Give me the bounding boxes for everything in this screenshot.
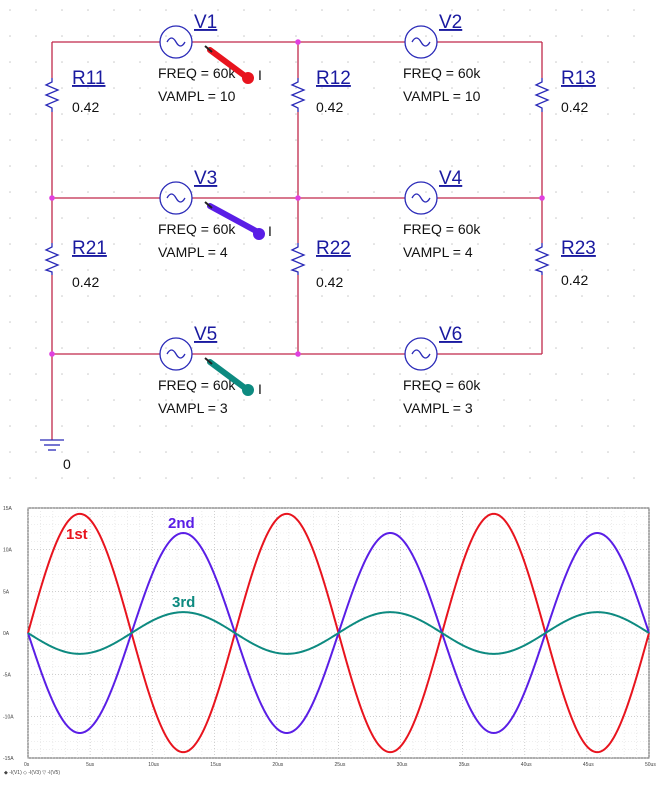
x-tick-label: 10us — [148, 762, 159, 768]
x-tick-label: 45us — [583, 762, 594, 768]
y-tick-label: 5A — [3, 589, 10, 595]
r21-value: 0.42 — [72, 274, 99, 290]
v5-freq: FREQ = 60k — [158, 377, 236, 393]
v5-vampl: VAMPL = 3 — [158, 400, 228, 416]
v4-ref: V4 — [439, 168, 463, 189]
v3-vampl: VAMPL = 4 — [158, 244, 228, 260]
v1-ref: V1 — [194, 12, 217, 33]
v3-ref: V3 — [194, 168, 217, 189]
y-tick-label: 0A — [3, 631, 10, 637]
r23-ref: R23 — [561, 238, 596, 259]
resistor-r13[interactable] — [534, 78, 550, 112]
junction-nodes — [49, 39, 545, 357]
probe-marker: I — [258, 67, 262, 83]
v2-vampl: VAMPL = 10 — [403, 88, 481, 104]
ground-symbol — [40, 439, 64, 451]
series-label-3rd: 3rd — [172, 594, 195, 611]
current-probe-v1[interactable]: I — [204, 45, 262, 84]
probe-marker: I — [268, 223, 272, 239]
x-tick-label: 15us — [210, 762, 221, 768]
r12-value: 0.42 — [316, 99, 343, 115]
r13-value: 0.42 — [561, 99, 588, 115]
circuit-schematic: 0 R11 0.42 R12 0.42 R13 0.42 R21 0.42 R2… — [9, 9, 635, 479]
y-tick-label: -15A — [3, 756, 14, 762]
series-label-1st: 1st — [66, 526, 88, 543]
y-tick-label: 15A — [3, 506, 13, 512]
plot-legend: ◆ -I(V1) ◇ -I(V3) ▽ -I(V5) — [4, 770, 60, 776]
resistor-r23[interactable] — [534, 243, 550, 275]
x-tick-label: 5us — [86, 762, 95, 768]
y-tick-labels: 15A 10A 5A 0A -5A -10A -15A — [3, 506, 14, 762]
r22-value: 0.42 — [316, 274, 343, 290]
r21-ref: R21 — [72, 238, 107, 259]
wires — [51, 41, 543, 440]
current-probe-v3[interactable]: I — [204, 201, 272, 240]
v6-vampl: VAMPL = 3 — [403, 400, 473, 416]
series-curves — [27, 512, 650, 754]
x-tick-labels: 0s 5us 10us 15us 20us 25us 30us 35us 40us 45us 50u… — [24, 762, 656, 768]
source-v1[interactable] — [159, 25, 193, 59]
ground-label: 0 — [63, 456, 71, 472]
v6-freq: FREQ = 60k — [403, 377, 481, 393]
resistor-r21[interactable] — [44, 243, 60, 275]
r22-ref: R22 — [316, 238, 351, 259]
probe-marker: I — [258, 381, 262, 397]
v3-freq: FREQ = 60k — [158, 221, 236, 237]
x-tick-label: 50us — [645, 762, 656, 768]
r23-value: 0.42 — [561, 272, 588, 288]
v5-ref: V5 — [194, 324, 217, 345]
y-tick-label: -10A — [3, 714, 14, 720]
series-line-3rd — [27, 611, 650, 655]
x-tick-label: 40us — [521, 762, 532, 768]
r11-value: 0.42 — [72, 99, 99, 115]
x-tick-label: 30us — [397, 762, 408, 768]
source-v5[interactable] — [159, 337, 193, 371]
r12-ref: R12 — [316, 68, 351, 89]
y-tick-label: 10A — [3, 548, 13, 554]
v6-ref: V6 — [439, 324, 462, 345]
x-tick-label: 20us — [272, 762, 283, 768]
x-tick-label: 25us — [335, 762, 346, 768]
waveform-plot: 15A 10A 5A 0A -5A -10A -15A 0s 5us 10us 15us 20us 2… — [3, 506, 656, 776]
v1-vampl: VAMPL = 10 — [158, 88, 236, 104]
x-tick-label: 0s — [24, 762, 30, 768]
x-tick-label: 35us — [459, 762, 470, 768]
schematic-grid — [9, 9, 635, 479]
current-probe-v5[interactable]: I — [204, 357, 262, 397]
v2-ref: V2 — [439, 12, 462, 33]
resistor-r22[interactable] — [290, 243, 306, 275]
resistor-r11[interactable] — [44, 78, 60, 112]
source-v3[interactable] — [159, 181, 193, 215]
r13-ref: R13 — [561, 68, 596, 89]
v4-freq: FREQ = 60k — [403, 221, 481, 237]
series-label-2nd: 2nd — [168, 515, 195, 532]
v2-freq: FREQ = 60k — [403, 65, 481, 81]
r11-ref: R11 — [72, 68, 105, 89]
source-v6[interactable] — [404, 337, 438, 371]
source-v4[interactable] — [404, 181, 438, 215]
resistor-r12[interactable] — [290, 78, 306, 112]
v1-freq: FREQ = 60k — [158, 65, 236, 81]
v4-vampl: VAMPL = 4 — [403, 244, 473, 260]
y-tick-label: -5A — [3, 673, 11, 679]
source-v2[interactable] — [404, 25, 438, 59]
